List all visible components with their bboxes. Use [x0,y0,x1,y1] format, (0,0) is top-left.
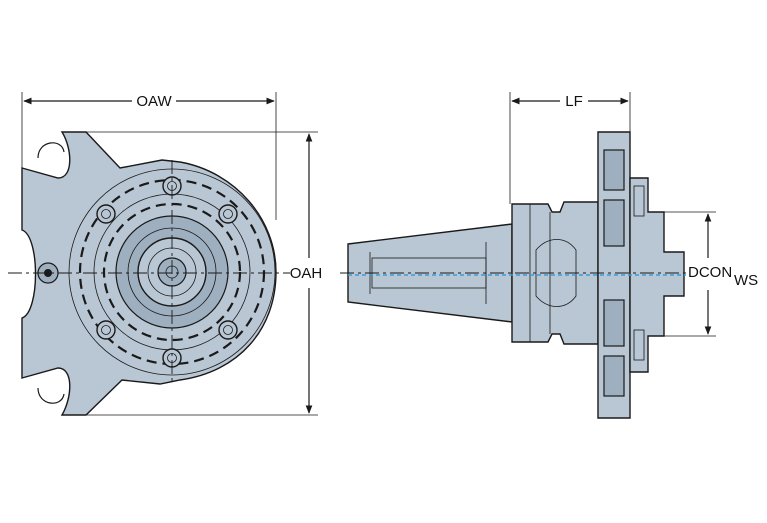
side-view [340,131,690,419]
bolt-icon [96,320,116,340]
dcon-dimension: DCON WS [664,211,758,337]
oaw-dimension: OAW [21,92,277,220]
lf-dimension: LF [509,92,631,204]
upper-slot [37,142,65,159]
lf-label: LF [565,93,583,110]
dcon-label: DCON [688,264,732,281]
oah-dimension: OAH [86,131,323,416]
oaw-label: OAW [136,93,172,110]
front-view [8,131,290,416]
dcon-main-text: DCON [688,264,732,281]
oah-label: OAH [290,265,323,282]
bolt-icon [218,320,238,340]
dcon-subscript: WS [734,272,758,289]
lower-slot [37,387,65,404]
inner-dash-ring [102,202,242,342]
bolt-icon [96,204,116,224]
bolt-holes [96,176,238,368]
bolt-icon [218,204,238,224]
